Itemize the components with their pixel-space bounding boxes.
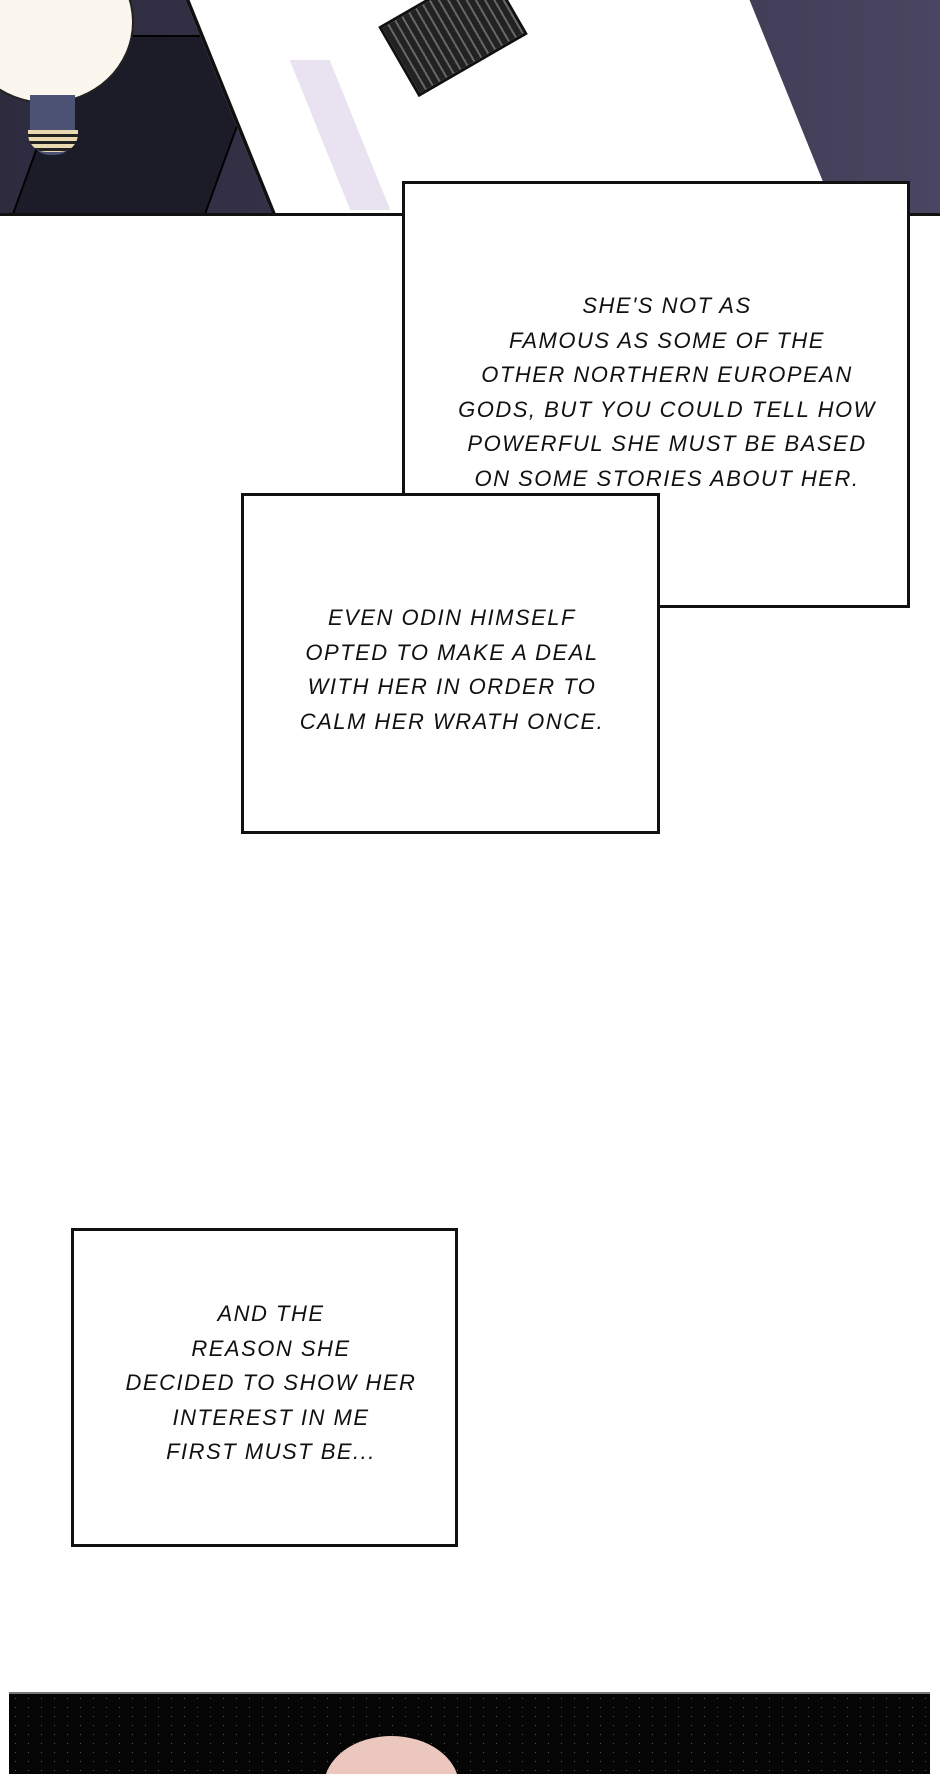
caption-line: INTEREST IN ME [172, 1404, 370, 1430]
character-head [324, 1736, 459, 1774]
caption-line: SHE'S NOT AS [582, 293, 752, 318]
caption-line: OPTED TO MAKE A DEAL [305, 639, 599, 665]
caption-line: AND THE [217, 1301, 325, 1326]
lamp-base-stripes [28, 130, 78, 152]
caption-line: REASON SHE [191, 1335, 351, 1361]
caption-box-3 [71, 1228, 458, 1547]
caption-line: EVEN ODIN HIMSELF [328, 605, 576, 630]
caption-line: OTHER NORTHERN EUROPEAN [481, 362, 853, 387]
caption-line: FIRST MUST BE... [166, 1439, 376, 1464]
caption-line: FAMOUS AS SOME OF THE [509, 327, 825, 353]
caption-text-3: AND THE REASON SHE DECIDED TO SHOW HER I… [71, 1297, 471, 1470]
caption-line: ON SOME STORIES ABOUT HER. [474, 465, 860, 491]
top-panel-bedroom-illustration [0, 0, 940, 216]
caption-line: DECIDED TO SHOW HER [125, 1370, 417, 1395]
caption-box-join [405, 496, 657, 605]
caption-line: POWERFUL SHE MUST BE BASED [467, 431, 867, 456]
caption-line: WITH HER IN ORDER TO [307, 674, 597, 699]
caption-text-1: SHE'S NOT AS FAMOUS AS SOME OF THE OTHER… [417, 289, 917, 496]
caption-line: GODS, BUT YOU COULD TELL HOW [458, 396, 876, 422]
caption-text-2: EVEN ODIN HIMSELF OPTED TO MAKE A DEAL W… [262, 601, 642, 739]
bottom-panel-dark-illustration [9, 1692, 930, 1774]
caption-line: CALM HER WRATH ONCE. [299, 708, 605, 734]
